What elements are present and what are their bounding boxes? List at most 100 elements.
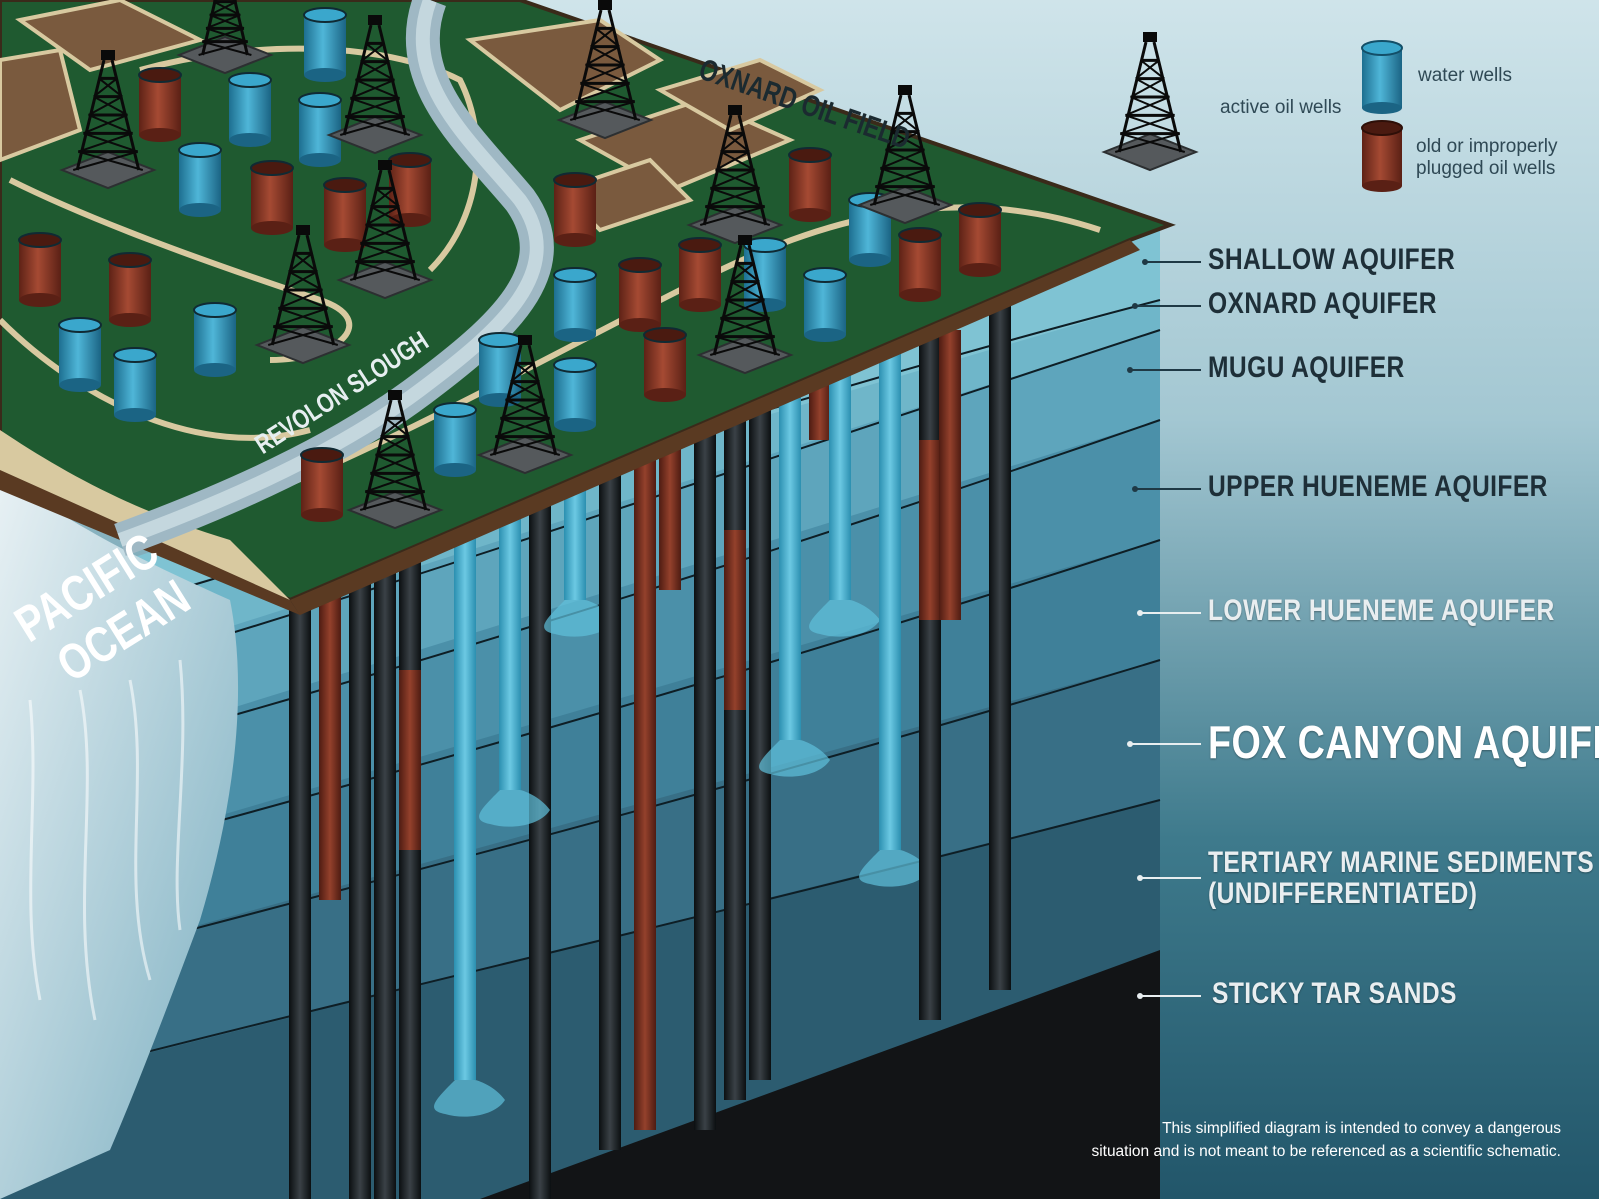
plugged-well-barrel — [323, 177, 367, 252]
tertiary-sediments-label-line2: (UNDIFFERENTIATED) — [1208, 877, 1478, 910]
oil-derrick-icon — [326, 15, 424, 155]
water-well-barrel — [178, 142, 222, 217]
leak-plume — [859, 850, 930, 887]
leak-plume — [809, 600, 880, 637]
plugged-well-barrel — [643, 327, 687, 402]
oil-well-pipe — [289, 600, 311, 1199]
mugu-aquifer-leader — [1127, 367, 1201, 373]
plugged-well-barrel — [958, 202, 1002, 277]
plugged-well-pipe — [659, 430, 681, 590]
shallow-aquifer-label: SHALLOW AQUIFER — [1208, 243, 1456, 276]
oil-well-pipe — [919, 320, 941, 1020]
oil-derrick-icon — [346, 390, 444, 530]
oil-well-pipe — [749, 400, 771, 1080]
disclaimer-line2: situation and is not meant to be referen… — [1091, 1143, 1561, 1160]
plugged-well-pipe — [319, 580, 341, 900]
oil-derrick-icon — [336, 160, 434, 300]
oil-derrick-icon — [1101, 32, 1199, 172]
plugged-well-barrel — [553, 172, 597, 247]
oil-well-pipe — [399, 550, 421, 1199]
plugged-well-barrel — [898, 227, 942, 302]
oil-derrick-icon — [856, 85, 954, 225]
legend-plugged-wells-label-line1: old or improperly — [1416, 136, 1558, 157]
plugged-well-barrel — [138, 67, 182, 142]
upper-hueneme-aquifer-label: UPPER HUENEME AQUIFER — [1208, 470, 1548, 503]
oil-well-pipe — [694, 420, 716, 1130]
leak-plume — [479, 790, 550, 827]
well-pipes — [289, 300, 1011, 1199]
plugged-well-barrel — [678, 237, 722, 312]
fox-canyon-aquifer-label: FOX CANYON AQUIFER — [1208, 716, 1599, 768]
water-well-barrel — [553, 357, 597, 432]
water-well-pipe — [564, 470, 586, 600]
oil-derrick-icon — [556, 0, 654, 140]
legend-derrick-icon — [1101, 32, 1199, 172]
water-well-barrel — [58, 317, 102, 392]
oil-well-pipe — [529, 490, 551, 1199]
leak-plume — [434, 1080, 505, 1117]
corroded-segment — [724, 530, 746, 710]
disclaimer-line1: This simplified diagram is intended to c… — [1162, 1120, 1561, 1137]
lower-hueneme-aquifer-label: LOWER HUENEME AQUIFER — [1208, 594, 1555, 627]
plugged-well-pipe — [939, 330, 961, 620]
plugged-well-barrel — [788, 147, 832, 222]
water-well-barrel — [803, 267, 847, 342]
oil-derricks — [59, 0, 954, 530]
plugged-well-barrel — [250, 160, 294, 235]
lower-hueneme-aquifer-leader — [1137, 610, 1201, 616]
upper-hueneme-aquifer-leader — [1132, 486, 1201, 492]
oxnard-aquifer-leader — [1132, 303, 1201, 309]
water-well-barrel — [298, 92, 342, 167]
oil-derrick-icon — [254, 225, 352, 365]
tar-sands-layer — [480, 950, 1160, 1199]
water-well-barrel — [228, 72, 272, 147]
tar-sands-label: STICKY TAR SANDS — [1212, 977, 1457, 1010]
legend — [1101, 32, 1403, 192]
oil-derrick-icon — [176, 0, 274, 75]
water-well-barrel — [113, 347, 157, 422]
fox-canyon-aquifer-leader — [1127, 741, 1201, 747]
ocean-cliff — [0, 470, 239, 1199]
oil-well-pipe — [989, 300, 1011, 990]
water-well-pipe — [454, 520, 476, 1080]
legend-plugged-wells-label-line2: plugged oil wells — [1416, 158, 1556, 179]
water-well-barrel — [553, 267, 597, 342]
legend-plugged-well-icon — [1361, 120, 1403, 192]
surface-wells — [18, 7, 1002, 522]
plugged-well-pipe — [634, 440, 656, 1130]
leak-plume — [544, 600, 615, 637]
legend-water-well-icon — [1361, 40, 1403, 114]
water-well-pipe — [879, 340, 901, 850]
oil-well-pipe — [724, 410, 746, 1100]
water-well-pipe — [499, 500, 521, 790]
corroded-segment — [919, 440, 941, 620]
plugged-well-barrel — [618, 257, 662, 332]
mugu-aquifer-label: MUGU AQUIFER — [1208, 351, 1405, 384]
tar-sands-leader — [1137, 993, 1201, 999]
legend-active-oil-wells-label: active oil wells — [1220, 97, 1342, 118]
corroded-segment — [399, 670, 421, 850]
water-well-pipe — [779, 390, 801, 740]
tertiary-sediments-leader — [1137, 875, 1201, 881]
oil-derrick-icon — [59, 50, 157, 190]
water-well-barrel — [303, 7, 347, 82]
legend-water-wells-label: water wells — [1418, 65, 1512, 86]
oil-derrick-icon — [686, 105, 784, 245]
oil-well-pipe — [374, 560, 396, 1199]
water-well-barrel — [193, 302, 237, 377]
plugged-well-barrel — [18, 232, 62, 307]
oil-well-pipe — [349, 570, 371, 1199]
tertiary-sediments-label-line1: TERTIARY MARINE SEDIMENTS — [1208, 846, 1595, 879]
oil-well-pipe — [599, 455, 621, 1150]
plugged-well-barrel — [300, 447, 344, 522]
plugged-well-barrel — [108, 252, 152, 327]
disclaimer: This simplified diagram is intended to c… — [1001, 1117, 1561, 1163]
oil-derrick-icon — [476, 335, 574, 475]
water-well-pipe — [829, 360, 851, 600]
oxnard-aquifer-label: OXNARD AQUIFER — [1208, 287, 1437, 320]
water-well-barrel — [433, 402, 477, 477]
shallow-aquifer-leader — [1142, 259, 1201, 265]
leak-plume — [759, 740, 830, 777]
oil-derrick-icon — [696, 235, 794, 375]
